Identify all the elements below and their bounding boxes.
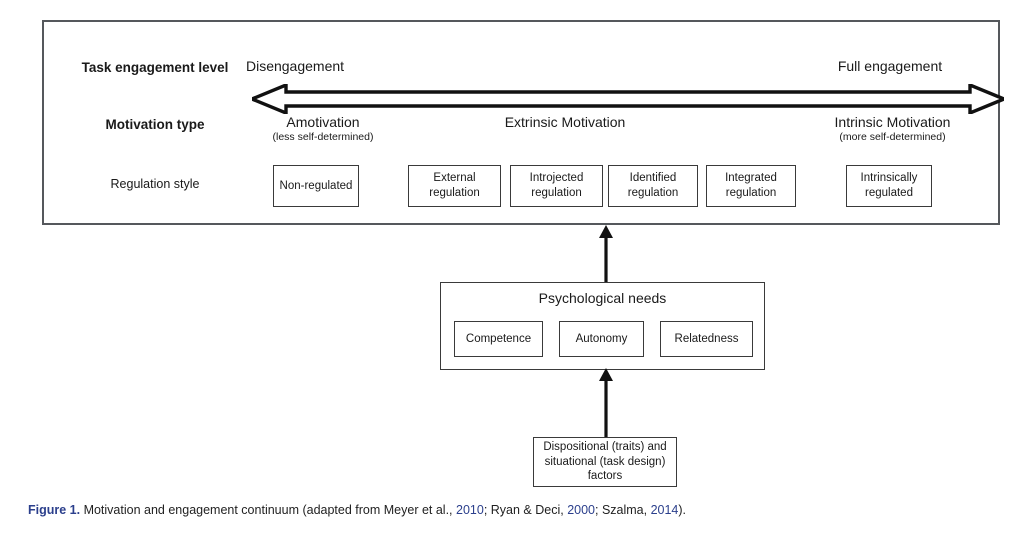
motivation-type-amotivation-label: Amotivation <box>286 114 360 130</box>
need-box-relatedness[interactable]: Relatedness <box>660 321 753 357</box>
motivation-type-amotivation: Amotivation (less self-determined) <box>228 114 418 143</box>
psychological-needs-title: Psychological needs <box>538 290 667 306</box>
figure-caption-text-1: Motivation and engagement continuum (ada… <box>80 503 456 517</box>
dispositional-situational-factors-box[interactable]: Dispositional (traits) and situational (… <box>533 437 677 487</box>
motivation-type-amotivation-sublabel: (less self-determined) <box>272 131 374 143</box>
need-box-competence[interactable]: Competence <box>454 321 543 357</box>
motivation-type-extrinsic-label: Extrinsic Motivation <box>504 114 626 130</box>
row-label-motivation-type: Motivation type <box>105 117 205 132</box>
regulation-box-introjected-regulation[interactable]: Introjected regulation <box>510 165 603 207</box>
regulation-box-integrated-regulation[interactable]: Integrated regulation <box>706 165 796 207</box>
motivation-type-intrinsic-label: Intrinsic Motivation <box>834 114 951 130</box>
citation-year-meyer[interactable]: 2010 <box>456 503 484 517</box>
motivation-type-intrinsic-sublabel: (more self-determined) <box>839 131 946 143</box>
pole-label-full-engagement: Full engagement <box>837 58 943 74</box>
regulation-box-identified-regulation[interactable]: Identified regulation <box>608 165 698 207</box>
psychological-needs-box: Psychological needs Competence Autonomy … <box>440 282 765 370</box>
row-label-task-engagement-level: Task engagement level <box>81 60 229 75</box>
motivation-type-extrinsic: Extrinsic Motivation <box>440 114 690 130</box>
figure-caption-text-2: ; Ryan & Deci, <box>483 503 568 517</box>
regulation-box-non-regulated[interactable]: Non-regulated <box>273 165 359 207</box>
need-box-autonomy[interactable]: Autonomy <box>559 321 644 357</box>
double-headed-arrow-icon <box>252 84 1004 114</box>
row-label-regulation-style: Regulation style <box>110 177 200 191</box>
citation-year-ryan-deci[interactable]: 2000 <box>567 503 595 517</box>
figure-caption-number: Figure 1. <box>28 503 81 517</box>
figure-caption-text-3: ; Szalma, <box>595 503 651 517</box>
regulation-box-intrinsically-regulated[interactable]: Intrinsically regulated <box>846 165 932 207</box>
pole-label-disengagement: Disengagement <box>245 58 345 74</box>
arrow-up-needs-to-continuum-icon <box>599 225 613 285</box>
regulation-box-external-regulation[interactable]: External regulation <box>408 165 501 207</box>
citation-year-szalma[interactable]: 2014 <box>650 503 679 517</box>
figure-caption: Figure 1. Motivation and engagement cont… <box>28 502 988 519</box>
figure-caption-text-4: ). <box>678 503 687 517</box>
motivation-type-intrinsic: Intrinsic Motivation (more self-determin… <box>795 114 990 143</box>
arrow-up-factors-to-needs-icon <box>599 368 613 440</box>
